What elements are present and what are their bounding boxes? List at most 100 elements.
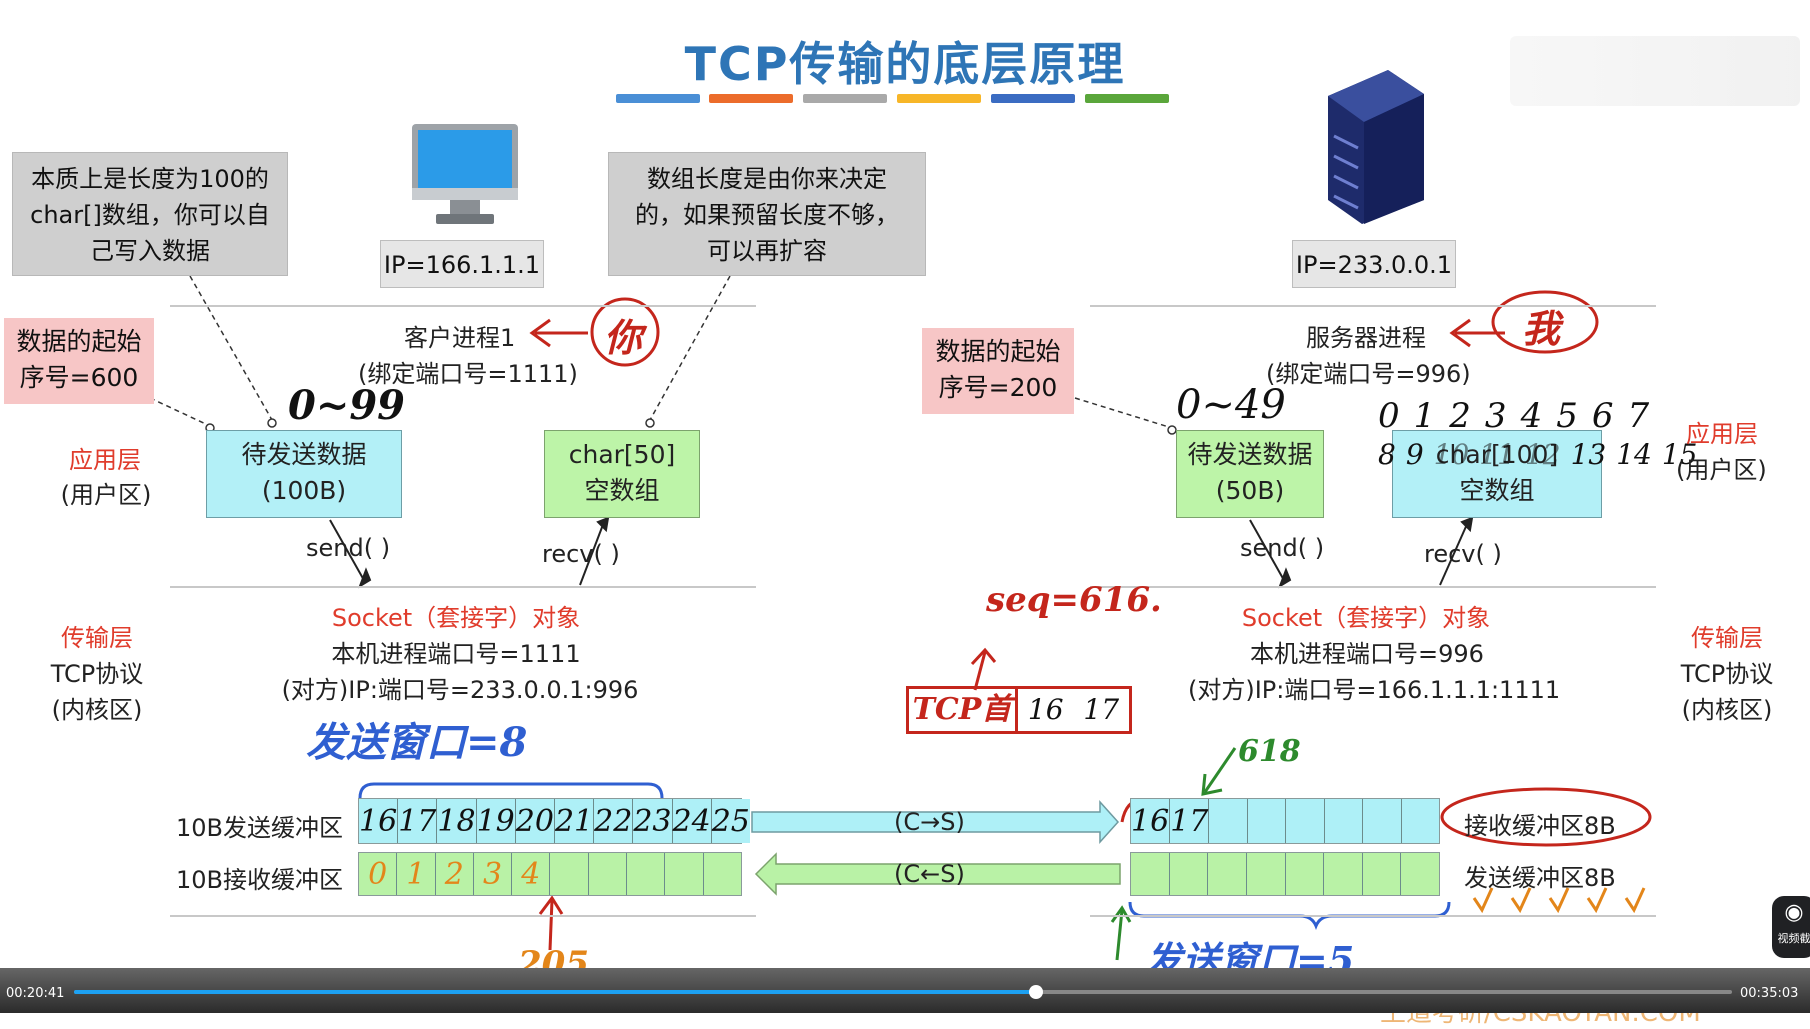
server-index-row-1: 0 1 2 3 4 5 6 7 — [1378, 396, 1649, 436]
server-user-space: (用户区) — [1676, 456, 1767, 484]
client-port-binding: (绑定端口号=1111) — [358, 360, 578, 388]
buffer-cell: 22 — [594, 799, 634, 843]
buffer-cell: 1 — [397, 853, 436, 895]
server-send-call: send( ) — [1240, 534, 1325, 562]
note-line: 可以再扩容 — [707, 237, 827, 265]
buffer-cell: 0 — [359, 853, 398, 895]
server-range-note: 0~49 — [1176, 382, 1286, 428]
start-seq-line: 序号=200 — [938, 373, 1058, 402]
client-resize-note: 数组长度是由你来决定 的，如果预留长度不够， 可以再扩容 — [608, 152, 926, 276]
progress-fill — [74, 990, 1036, 994]
index-digit: 15 — [1661, 438, 1698, 471]
client-ip: IP=166.1.1.1 — [380, 240, 544, 288]
client-start-seq: 数据的起始 序号=600 — [4, 318, 154, 404]
buffer-cell: 2 — [435, 853, 474, 895]
send-box-line: (50B) — [1215, 476, 1285, 505]
recv-box-line: 空数组 — [584, 476, 660, 505]
client-bottom-divider — [170, 915, 756, 917]
index-digit: 13 — [1570, 438, 1607, 471]
client-recv-buffer-label: 10B接收缓冲区 — [176, 866, 344, 894]
tcp-packet: TCP首 16 17 — [906, 686, 1132, 734]
buffer-cell — [1209, 799, 1248, 843]
buffer-cell — [1362, 853, 1402, 895]
client-recv-call: recv( ) — [542, 540, 620, 568]
buffer-cell: 17 — [398, 799, 438, 843]
server-port-binding: (绑定端口号=996) — [1266, 360, 1471, 388]
note-line: char[]数组，你可以自 — [30, 201, 270, 229]
current-time: 00:20:41 — [6, 986, 65, 1001]
note-line: 本质上是长度为100的 — [31, 165, 269, 193]
index-digit: 11 — [1479, 438, 1515, 471]
index-digit: 4 — [1520, 396, 1543, 436]
server-tcp-protocol: TCP协议 — [1680, 660, 1774, 688]
index-digit: 3 — [1484, 396, 1507, 436]
client-tcp-protocol: TCP协议 — [50, 660, 144, 688]
client-array-note: 本质上是长度为100的 char[]数组，你可以自 己写入数据 — [12, 152, 288, 276]
page-title: TCP传输的底层原理 — [684, 37, 1126, 91]
buffer-cell — [1246, 853, 1286, 895]
client-send-buffer: 16 17 18 19 20 21 22 23 24 25 — [358, 798, 750, 844]
client-socket-remote: (对方)IP:端口号=233.0.0.1:996 — [281, 676, 639, 704]
index-digit: 1 — [1413, 396, 1436, 436]
server-kernel-space: (内核区) — [1681, 696, 1773, 724]
index-digit: 10 — [1433, 438, 1470, 471]
channel-c-to-s: (C→S) — [894, 808, 965, 836]
title-underline-6 — [1085, 94, 1169, 103]
buffer-cell — [1247, 799, 1287, 843]
buffer-cell — [1208, 853, 1247, 895]
camera-icon: ◉ — [1784, 900, 1804, 925]
client-range-note: 0~99 — [288, 382, 406, 429]
server-bottom-divider — [1090, 915, 1656, 917]
server-socket-title: Socket（套接字）对象 — [1241, 604, 1491, 632]
buffer-cell: 18 — [437, 799, 477, 843]
client-send-call: send( ) — [306, 534, 391, 562]
buffer-cell — [588, 853, 628, 895]
recv-box-line: char[50] — [568, 440, 676, 469]
buffer-cell — [1131, 853, 1170, 895]
progress-track[interactable] — [74, 985, 1732, 999]
server-start-seq: 数据的起始 序号=200 — [922, 328, 1074, 414]
index-digit: 0 — [1378, 396, 1400, 436]
client-send-window-note: 发送窗口=8 — [306, 719, 528, 766]
camera-label: 视频截 — [1777, 932, 1810, 945]
recv-box-line: 空数组 — [1459, 476, 1535, 505]
screenshot-button[interactable]: ◉ 视频截 — [1772, 896, 1810, 958]
start-seq-line: 数据的起始 — [935, 337, 1061, 366]
server-recv-buffer-label: 接收缓冲区8B — [1464, 812, 1616, 840]
server-send-data-box: 待发送数据 (50B) — [1176, 430, 1324, 518]
buffer-cell: 19 — [476, 799, 516, 843]
title-underline-3 — [803, 94, 887, 103]
buffer-cell — [1401, 853, 1439, 895]
total-time: 00:35:03 — [1740, 986, 1799, 1001]
monitor-icon — [412, 124, 518, 224]
start-seq-line: 数据的起始 — [16, 327, 142, 356]
index-digit: 5 — [1556, 396, 1578, 436]
client-send-buffer-label: 10B发送缓冲区 — [176, 814, 344, 842]
buffer-cell — [1324, 853, 1363, 895]
note-line: 数组长度是由你来决定 — [647, 165, 887, 193]
server-recv-array-box: char[100] 空数组 — [1392, 430, 1602, 518]
buffer-cell: 24 — [672, 799, 712, 843]
server-icon — [1328, 70, 1424, 224]
index-digit: 8 — [1378, 438, 1396, 471]
seq-note: seq=616. — [986, 580, 1162, 620]
client-process-name: 客户进程1 — [404, 324, 516, 352]
watermark-logo — [1510, 36, 1800, 106]
client-socket-local: 本机进程端口号=1111 — [331, 640, 581, 668]
buffer-cell: 16 — [359, 799, 399, 843]
index-digit: 7 — [1627, 396, 1650, 436]
buffer-cell — [1363, 799, 1402, 843]
buffer-cell: 21 — [554, 799, 595, 843]
buffer-cell: 23 — [633, 799, 673, 843]
title-underline-1 — [616, 94, 700, 103]
server-socket-remote: (对方)IP:端口号=166.1.1.1:1111 — [1188, 676, 1561, 704]
title-underline-4 — [897, 94, 981, 103]
index-digit: 12 — [1524, 438, 1561, 471]
server-recv-call: recv( ) — [1424, 540, 1502, 568]
index-digit: 14 — [1616, 438, 1652, 471]
client-kernel-space: (内核区) — [51, 696, 143, 724]
index-digit: 2 — [1449, 396, 1471, 436]
annotation-me: 我 — [1522, 306, 1561, 351]
progress-knob[interactable] — [1028, 985, 1043, 999]
